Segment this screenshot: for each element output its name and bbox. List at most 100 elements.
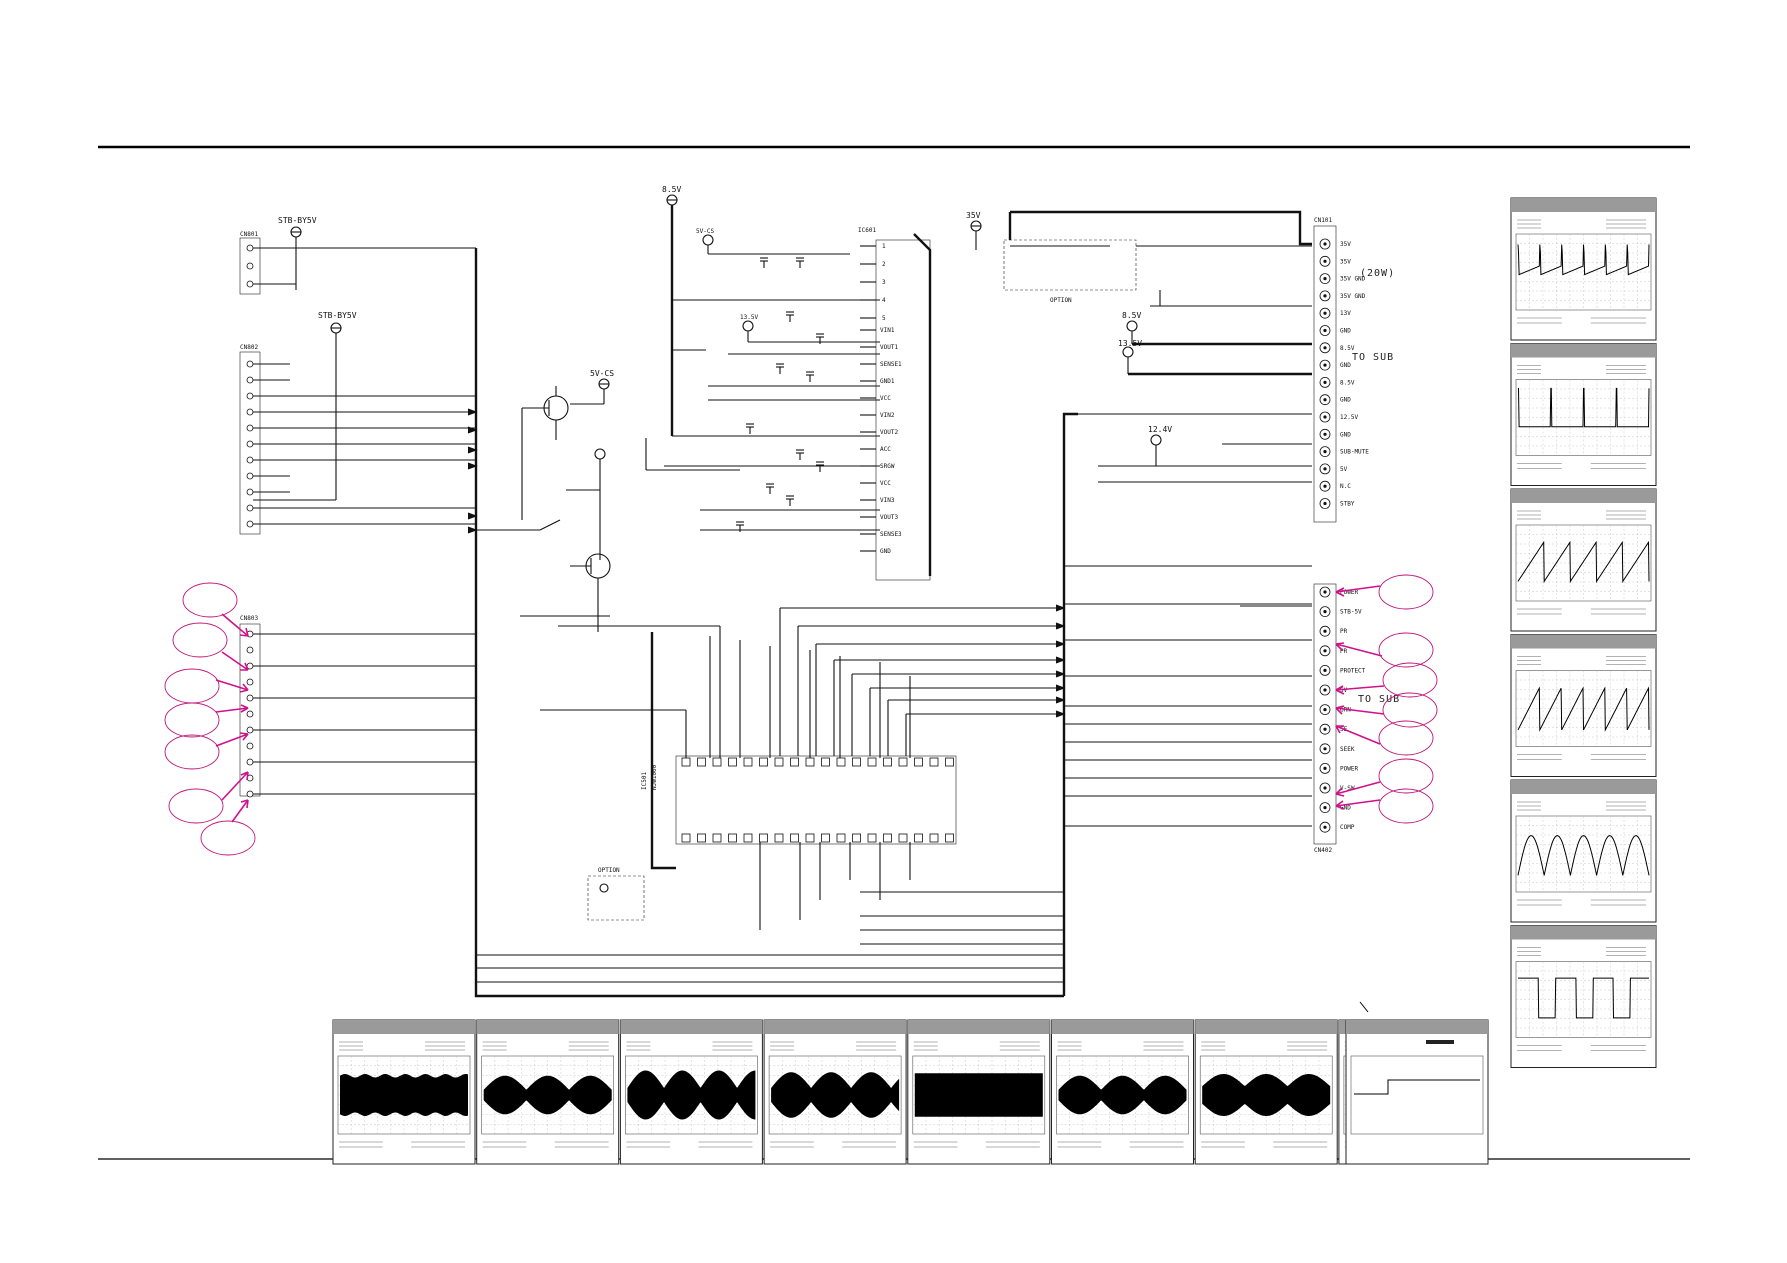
cn802-pin	[246, 456, 254, 464]
rail-8v5-right-label: 8.5V	[1122, 311, 1141, 320]
ic501-pin-bottom	[728, 833, 737, 843]
ic601-pin-label: VIN3	[880, 497, 895, 504]
scope-envelope	[483, 1075, 612, 1115]
cn802-pin	[246, 392, 254, 400]
ic501-pin-bottom	[821, 833, 830, 843]
cn402-pin-label: SV	[1340, 687, 1348, 694]
cn101-pin-dot	[1323, 467, 1327, 471]
callout-group-right	[1335, 574, 1438, 824]
scope-trace	[1517, 244, 1650, 276]
rail-8v5-right: 8.5V	[1122, 311, 1312, 346]
to-sub-label-1: TO SUB	[1352, 352, 1394, 363]
scope-header-bar	[1346, 1020, 1488, 1034]
ic601-pin-label: ACC	[880, 446, 891, 453]
option-lower-label: OPTION	[598, 867, 620, 874]
connector-cn802: CN802	[239, 344, 261, 535]
cn101-pin-label: 12.5V	[1340, 414, 1358, 421]
cn402-pin-dot	[1323, 668, 1327, 673]
oscilloscope-panel	[476, 1019, 620, 1165]
ic501-pin-bottom	[945, 833, 954, 843]
signal-arrow	[1055, 684, 1066, 692]
scope-header-bar	[1511, 634, 1656, 649]
cn802-label: CN802	[240, 344, 258, 351]
scope-header-bar	[620, 1020, 763, 1034]
cn402-pin-label: V-SW	[1340, 785, 1355, 792]
scope-envelope	[340, 1074, 468, 1116]
rail-5v-cs-top-label: 5V-CS	[696, 228, 714, 235]
scope-trace	[1517, 686, 1650, 732]
rail-13v-right: 13.5V	[1118, 339, 1312, 376]
cn101-pin-dot	[1323, 242, 1327, 246]
rail-stb-5v-a: STB-BY5V	[278, 216, 317, 290]
oscilloscope-panel	[1510, 779, 1657, 923]
ic601-label: IC601	[858, 227, 876, 234]
scope-header-bar	[764, 1020, 907, 1034]
cn402-pin-label: PR	[1340, 628, 1348, 635]
scope-column-right	[1510, 197, 1657, 1068]
cn803-pin	[246, 694, 254, 702]
ic501-pin-bottom	[774, 833, 784, 843]
ic501-pin-top	[712, 757, 722, 767]
cn101-pin-dot	[1323, 311, 1327, 315]
oscilloscope-panel	[1510, 343, 1657, 486]
signal-arrow	[1055, 656, 1066, 664]
signal-arrow	[1055, 670, 1066, 678]
connector-cn402: CN402 POWERSTB-5VPRPRPROTECTSVGRNSESEEKP…	[1313, 583, 1366, 854]
bus-tap-arrow	[467, 462, 478, 470]
cn402-pin-label: GRN	[1340, 707, 1351, 714]
ic501-pin-top	[759, 757, 768, 767]
ic601-pin-label: VOUT2	[880, 429, 898, 436]
scope-header-bar	[1511, 198, 1656, 212]
ic501-label: IC501	[641, 772, 648, 790]
transistor-q701	[521, 386, 569, 520]
ic601-pin-number: 4	[882, 297, 886, 304]
cn101-pin-dot	[1323, 398, 1327, 402]
cn101-pin-label: 35V GND	[1340, 276, 1366, 283]
cn402-pin-label: PROTECT	[1340, 667, 1366, 674]
ic501-pin-top	[821, 757, 830, 767]
scope-trace	[1517, 835, 1650, 876]
callout-group-left	[164, 582, 256, 856]
cn801-label: CN801	[240, 231, 258, 238]
oscilloscope-panel	[1510, 197, 1657, 341]
ic501-pin-top	[914, 757, 923, 767]
cn101-pin-label: 5V	[1340, 466, 1348, 473]
scope-header-bar	[1511, 780, 1656, 794]
ic501-pin-bottom	[681, 833, 691, 843]
rail-13v: 13.5V	[740, 314, 880, 343]
oscilloscope-panel	[1051, 1019, 1194, 1165]
ic601-pin-label: VOUT1	[880, 344, 898, 351]
oscilloscope-panel	[907, 1019, 1051, 1165]
ic501-pin-bottom	[914, 833, 923, 843]
cn803-pin	[246, 646, 254, 654]
ic501-pin-top	[697, 757, 706, 767]
cn802-pin	[246, 440, 254, 448]
bus-tap-arrow	[467, 426, 478, 434]
ic501-pin-bottom	[743, 833, 753, 843]
scope-header-bar	[333, 1020, 475, 1034]
cn402-pin-dot	[1323, 708, 1327, 712]
ic501-pin-top	[743, 757, 753, 767]
rail-5v-cs-left: 5V-CS	[570, 369, 614, 405]
cn101-pin-label: STBY	[1340, 501, 1355, 508]
ic601-pin-number: 1	[882, 243, 886, 250]
cn803-label: CN803	[240, 615, 258, 622]
rail-35v: 35V	[966, 211, 982, 232]
rail-5v-mid	[566, 448, 606, 560]
scope-trace	[1518, 387, 1650, 428]
scope-header-bar	[476, 1020, 619, 1034]
ic601-pin-label: GND	[880, 548, 891, 555]
cn101-pin-dot	[1323, 328, 1327, 333]
cn402-pin-dot	[1323, 688, 1327, 692]
rail-5v-cs-label: 5V-CS	[590, 369, 614, 378]
cn101-pin-label: SUB-MUTE	[1340, 449, 1369, 456]
option-box-upper: OPTION	[1003, 239, 1137, 304]
ic601-pin-label: SRGW	[880, 463, 895, 470]
ic501-pin-top	[883, 757, 892, 767]
cn101-pin-label: GND	[1340, 328, 1351, 335]
signal-arrow	[1055, 640, 1066, 648]
rail-stb-5v-b-label: STB-BY5V	[318, 311, 357, 320]
cn402-pin-label: POWER	[1340, 589, 1358, 596]
cn101-pin-dot	[1323, 484, 1327, 488]
